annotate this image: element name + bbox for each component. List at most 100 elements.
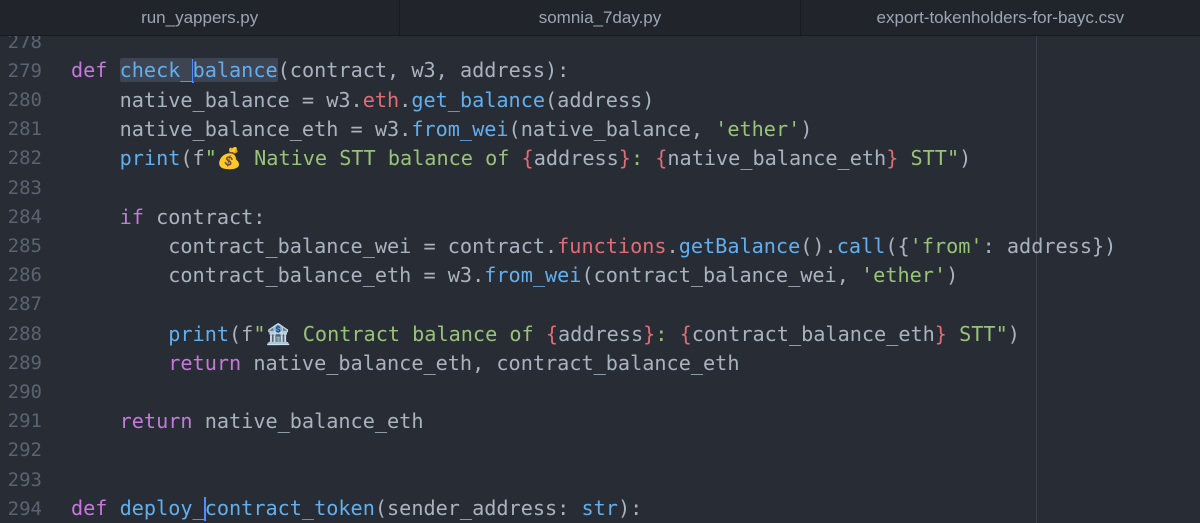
code-line[interactable]: 292 — [0, 436, 1200, 465]
code-line[interactable]: 284 if contract: — [0, 202, 1200, 231]
code-token: str — [581, 495, 618, 520]
code-token: native_balance_eth, contract_balance_eth — [253, 350, 740, 375]
line-number: 292 — [7, 439, 42, 462]
code-token: (sender_address: — [374, 495, 582, 520]
line-number: 290 — [7, 380, 42, 403]
code-token: contract_balance_eth = w3. — [71, 263, 485, 288]
code-token: balance — [192, 57, 278, 82]
code-token: print — [71, 146, 181, 171]
code-line[interactable]: 281 native_balance_eth = w3.from_wei(nat… — [0, 115, 1200, 144]
code-token: : address}) — [982, 233, 1117, 258]
line-number: 282 — [7, 147, 42, 170]
code-token: 'from' — [909, 233, 983, 258]
code-line[interactable]: 290 — [0, 377, 1200, 406]
code-token: ) — [800, 117, 813, 142]
code-token: return — [71, 350, 254, 375]
code-line[interactable]: 291 return native_balance_eth — [0, 407, 1200, 436]
code-token: { — [521, 146, 534, 171]
code-token: check_ — [119, 57, 193, 82]
code-token: : — [655, 321, 680, 346]
line-number: 278 — [7, 36, 42, 53]
code-line[interactable]: 287 — [0, 290, 1200, 319]
code-line[interactable]: 278 — [0, 36, 1200, 56]
code-token: contract_balance_wei = contract. — [71, 233, 558, 258]
code-token: 'ether' — [861, 263, 947, 288]
line-number: 280 — [7, 88, 42, 111]
code-token: contract: — [156, 204, 266, 229]
code-editor[interactable]: 278 279 def check_balance(contract, w3, ad… — [0, 36, 1200, 523]
code-token: 'ether' — [715, 117, 801, 142]
line-number: 287 — [7, 293, 42, 316]
code-token: } — [886, 146, 899, 171]
line-number: 286 — [7, 264, 42, 287]
code-token: contract_balance_eth — [691, 321, 935, 346]
code-text: print(f"🏦 Contract balance of {address}:… — [71, 322, 1020, 346]
code-line[interactable]: 288 print(f"🏦 Contract balance of {addre… — [0, 319, 1200, 348]
code-token: } — [643, 321, 656, 346]
code-token: ): — [617, 495, 643, 520]
code-line[interactable]: 293 — [0, 465, 1200, 494]
line-number: 288 — [7, 322, 42, 345]
tab-somnia-7day[interactable]: somnia_7day.py — [400, 0, 801, 35]
code-token: : — [630, 146, 656, 171]
code-text: if contract: — [71, 204, 266, 229]
code-token: if — [71, 204, 157, 229]
line-number: 281 — [7, 118, 42, 141]
code-token: from_wei — [484, 263, 582, 288]
code-line[interactable]: 282 print(f"💰 Native STT balance of {add… — [0, 144, 1200, 173]
code-token: } — [934, 321, 947, 346]
code-token: . — [399, 87, 412, 112]
code-text: print(f"💰 Native STT balance of {address… — [71, 146, 972, 171]
tab-export-tokenholders[interactable]: export-tokenholders-for-bayc.csv — [876, 7, 1125, 27]
tab-run-yappers[interactable]: run_yappers.py — [0, 0, 401, 35]
code-line[interactable]: 283 — [0, 173, 1200, 202]
code-line[interactable]: 289 return native_balance_eth, contract_… — [0, 348, 1200, 377]
code-text: def check_balance(contract, w3, address)… — [71, 57, 570, 84]
code-token: getBalance — [678, 233, 801, 258]
code-token: ) — [1007, 321, 1020, 346]
code-line[interactable]: 280 native_balance = w3.eth.get_balance(… — [0, 85, 1200, 114]
code-token: } — [618, 146, 631, 171]
code-line[interactable]: 279 def check_balance(contract, w3, addre… — [0, 56, 1200, 85]
code-token: address — [533, 146, 619, 171]
code-token: from_wei — [411, 117, 509, 142]
line-number: 283 — [7, 176, 42, 199]
line-number: 279 — [7, 59, 42, 82]
code-text: contract_balance_eth = w3.from_wei(contr… — [71, 263, 958, 287]
code-text: def deploy_contract_token(sender_address… — [71, 496, 642, 522]
code-token: get_balance — [411, 87, 546, 112]
code-text: contract_balance_wei = contract.function… — [71, 234, 1116, 258]
code-token: "💰 Native STT balance of — [204, 146, 522, 171]
code-text: return native_balance_eth — [71, 409, 424, 434]
code-token: ) — [959, 146, 972, 171]
code-token: contract_token — [204, 495, 375, 520]
code-token: native_balance = w3. — [71, 87, 363, 112]
code-token: native_balance_eth — [667, 146, 887, 171]
code-token: functions — [557, 233, 667, 258]
code-token: (f — [229, 321, 254, 346]
code-token: return — [71, 409, 205, 434]
code-token: print — [71, 321, 230, 346]
code-token: (contract, w3, address): — [277, 57, 570, 82]
code-token: (). — [800, 233, 837, 258]
code-token: STT" — [946, 321, 1008, 346]
code-line[interactable]: 285 contract_balance_wei = contract.func… — [0, 231, 1200, 260]
line-number: 291 — [7, 410, 42, 433]
line-number: 293 — [7, 468, 42, 491]
line-number: 284 — [7, 205, 42, 228]
code-text: native_balance_eth = w3.from_wei(native_… — [71, 117, 813, 142]
code-token: (contract_balance_wei, — [581, 263, 862, 288]
code-token: native_balance_eth — [204, 409, 424, 434]
line-number: 285 — [7, 234, 42, 257]
code-token: . — [666, 233, 679, 258]
code-token: (address) — [545, 87, 655, 112]
text-cursor — [203, 497, 206, 522]
code-line[interactable]: 286 contract_balance_eth = w3.from_wei(c… — [0, 261, 1200, 290]
code-text: return native_balance_eth, contract_bala… — [71, 351, 739, 375]
code-token: { — [655, 146, 668, 171]
code-token: native_balance_eth = w3. — [71, 117, 412, 142]
code-token: address — [558, 321, 644, 346]
code-token: call — [836, 233, 886, 258]
code-token: "🏦 Contract balance of — [253, 321, 546, 346]
